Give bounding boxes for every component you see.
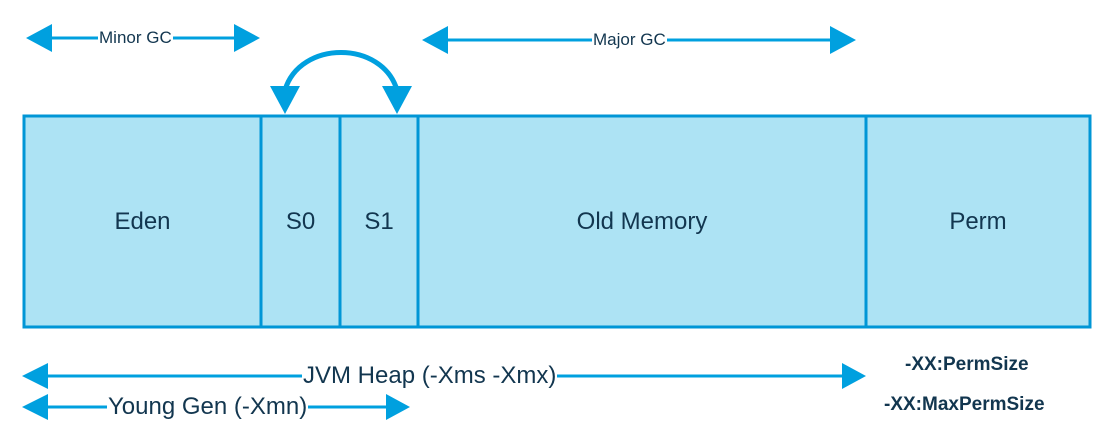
max-perm-size-option: -XX:MaxPermSize xyxy=(884,394,1045,415)
s0-label: S0 xyxy=(285,207,316,235)
perm-label: Perm xyxy=(949,207,1007,235)
s1-block xyxy=(338,114,420,329)
young-gen-label: Young Gen (-Xmn) xyxy=(107,393,309,420)
eden-label: Eden xyxy=(114,207,171,235)
major-gc-label: Major GC xyxy=(592,30,667,49)
jvm-heap-label: JVM Heap (-Xms -Xmx) xyxy=(302,362,558,389)
old-memory-label: Old Memory xyxy=(576,207,708,235)
old-memory-block xyxy=(416,114,868,329)
s0-block xyxy=(259,114,342,329)
perm-block xyxy=(864,114,1092,329)
minor-gc-label: Minor GC xyxy=(98,28,173,47)
perm-size-option: -XX:PermSize xyxy=(905,354,1029,375)
eden-block xyxy=(22,114,263,329)
s1-label: S1 xyxy=(364,207,394,235)
heap-bar xyxy=(22,114,1092,329)
survivor-swap-arrow xyxy=(270,50,412,114)
